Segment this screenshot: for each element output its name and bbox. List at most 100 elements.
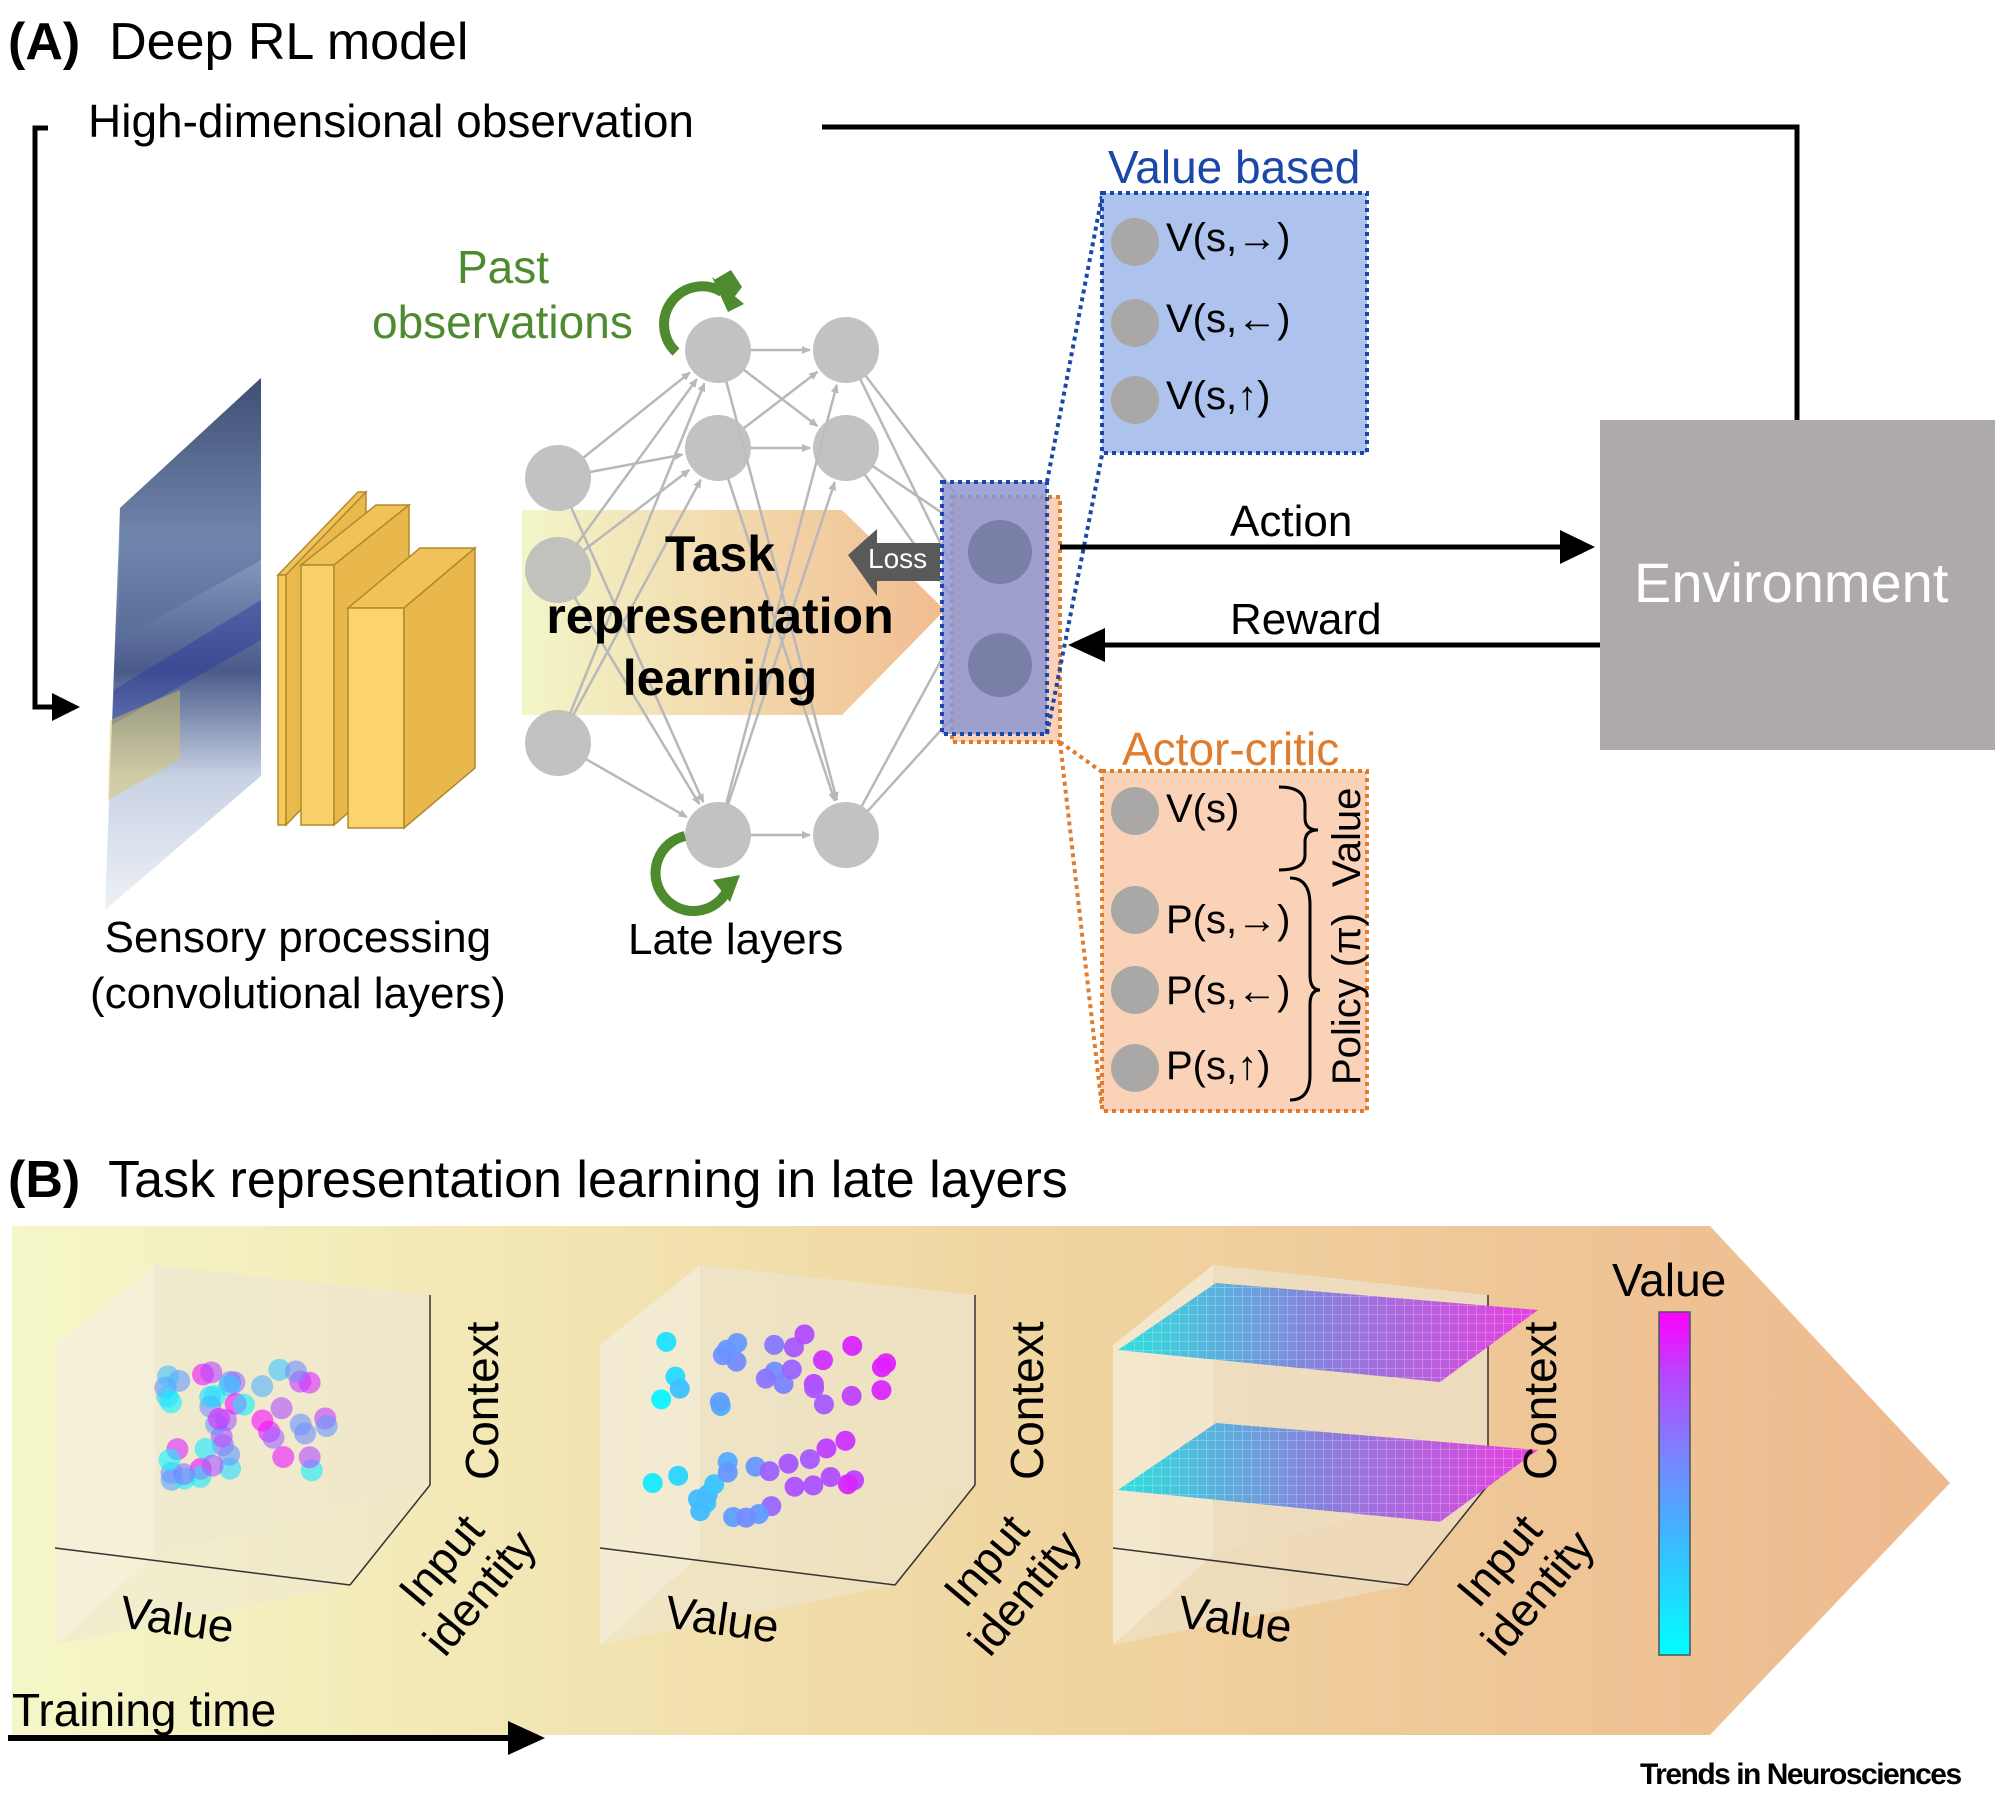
panel-a-title: (A) Deep RL model [8, 12, 468, 72]
output-node [968, 633, 1032, 697]
data-point [803, 1475, 824, 1496]
past-observations-label-line2: observations [372, 296, 633, 348]
value-brace-icon [1278, 785, 1319, 872]
network-node [813, 802, 879, 868]
loss-label: Loss [868, 543, 928, 574]
network-nodes [525, 317, 879, 868]
data-point [704, 1474, 725, 1495]
value-brace-label: Value [1325, 787, 1369, 887]
data-point [656, 1331, 677, 1352]
data-point [232, 1393, 255, 1416]
network-node [685, 317, 751, 383]
sensory-processing-label: Sensory processing (convolutional layers… [90, 910, 506, 1022]
journal-footer: Trends in Neurosciences [1640, 1758, 1962, 1791]
data-point [172, 1463, 195, 1486]
task-rep-line2: representation [546, 588, 894, 644]
data-point [272, 1446, 295, 1469]
loss-arrow-icon [848, 529, 940, 596]
plot-3d-late [1112, 1265, 1538, 1645]
z-axis-label: Context [1514, 1321, 1566, 1480]
data-point [799, 1449, 820, 1470]
value-node [1111, 299, 1159, 347]
panel-a-heading: Deep RL model [109, 13, 469, 71]
value-node [1111, 376, 1159, 424]
action-label: Action [1230, 497, 1353, 546]
environment-label: Environment [1634, 551, 1949, 614]
observation-loop [32, 124, 1800, 721]
policy-node [1111, 1044, 1159, 1092]
data-point [709, 1392, 730, 1413]
network-node [525, 445, 591, 511]
data-point [871, 1357, 892, 1378]
data-point [842, 1335, 863, 1356]
task-rep-line1: Task [664, 526, 776, 582]
data-point [218, 1443, 241, 1466]
network-edge [582, 371, 691, 459]
representation-plots [54, 1265, 1538, 1645]
data-point [199, 1385, 222, 1408]
training-time-arrow [8, 1721, 545, 1755]
data-point [784, 1476, 805, 1497]
panel-b-title: (B) Task representation learning in late… [8, 1150, 1068, 1210]
data-point [298, 1446, 321, 1469]
value-based-row: V(s,←) [1166, 297, 1291, 341]
colorbar [1658, 1311, 1691, 1656]
conv-layers-icon [276, 490, 478, 830]
critic-value-row: V(s) [1166, 787, 1240, 831]
value-based-row: V(s,→) [1166, 216, 1291, 260]
network-edge [575, 378, 698, 545]
colorbar-label: Value [1612, 1254, 1727, 1306]
data-point [816, 1438, 837, 1459]
data-point [158, 1448, 181, 1471]
data-point [820, 1467, 841, 1488]
plot-3d-early [54, 1265, 431, 1645]
policy-brace-icon [1289, 876, 1321, 1102]
network-node [685, 802, 751, 868]
data-point [218, 1374, 241, 1397]
network-edge [568, 382, 706, 714]
data-point [690, 1501, 711, 1522]
network-edge [569, 506, 705, 804]
sensory-line2: (convolutional layers) [90, 969, 506, 1018]
data-point [717, 1462, 738, 1483]
training-time-label: Training time [12, 1684, 277, 1736]
data-point [736, 1507, 757, 1528]
data-point [207, 1407, 230, 1430]
recurrence-arrow-bottom-icon [650, 831, 740, 917]
plot-3d-middle [599, 1265, 976, 1645]
task-representation-arrow [522, 510, 945, 715]
data-point [669, 1378, 690, 1399]
data-point [759, 1461, 780, 1482]
data-point [294, 1422, 317, 1445]
policy-row: P(s,→) [1166, 898, 1291, 942]
high-dim-observation-label: High-dimensional observation [88, 95, 694, 147]
sensory-line1: Sensory processing [104, 913, 492, 962]
data-point [712, 1345, 733, 1366]
network-node [813, 317, 879, 383]
past-observations-label-line1: Past [457, 241, 550, 293]
data-point [159, 1391, 182, 1414]
critic-node [1111, 787, 1159, 835]
network-edge [585, 757, 688, 819]
value-based-title: Value based [1108, 141, 1361, 193]
network-edge [573, 596, 701, 806]
network-edge [582, 468, 691, 552]
output-node [968, 520, 1032, 584]
policy-node [1111, 966, 1159, 1014]
data-point [841, 1385, 862, 1406]
data-point [837, 1474, 858, 1495]
data-point [268, 1358, 291, 1381]
late-layers-label: Late layers [628, 915, 844, 964]
network-edge [572, 478, 702, 716]
network-node [525, 710, 591, 776]
data-point [668, 1465, 689, 1486]
environment-box [1600, 420, 1995, 750]
data-point [194, 1437, 217, 1460]
data-point [201, 1454, 224, 1477]
recurrence-arrow-top-icon [659, 270, 744, 356]
value-based-row: V(s,↑) [1166, 374, 1271, 418]
data-point [778, 1453, 799, 1474]
data-point [284, 1360, 307, 1383]
network-node [685, 415, 751, 481]
